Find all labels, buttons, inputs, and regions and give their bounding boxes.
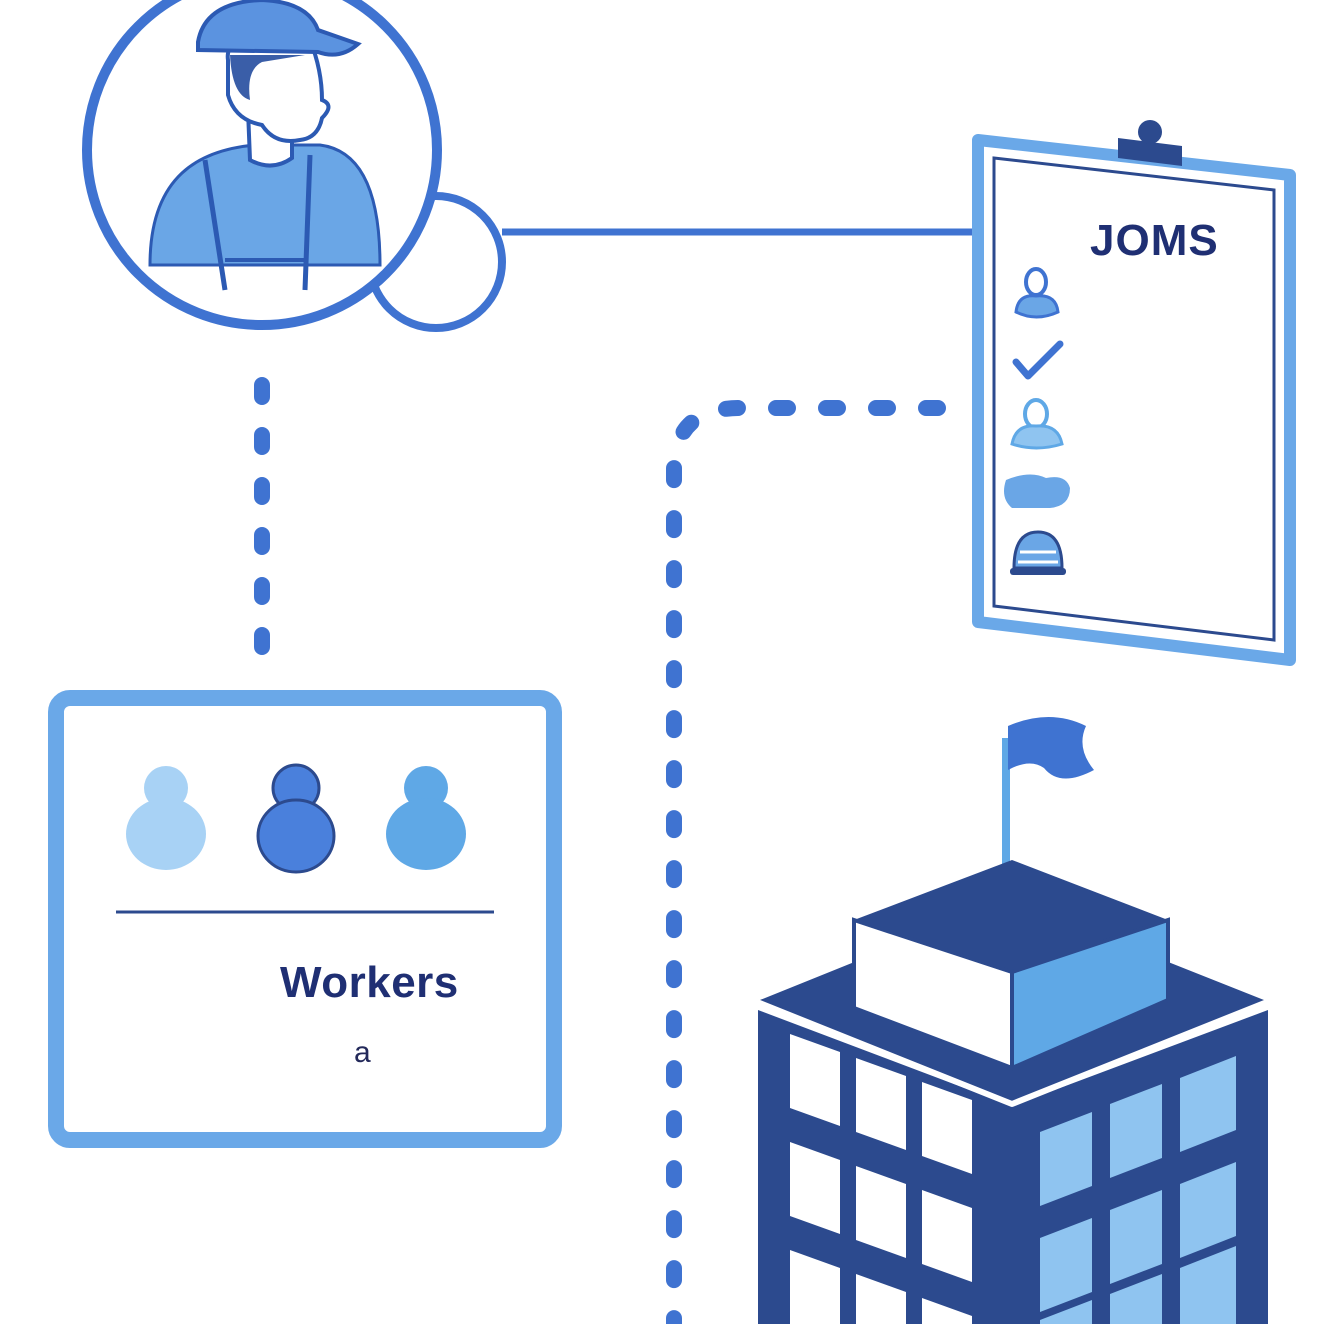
worker-icon: [148, 0, 382, 291]
clipboard-title: JOMS: [1090, 216, 1219, 265]
hardhat-icon: [1010, 530, 1066, 575]
person-icon: [1014, 267, 1060, 319]
connector-clipboard-to-building: [666, 400, 946, 1324]
workers-card-subtitle: a: [354, 1036, 371, 1069]
clipboard: [972, 120, 1296, 666]
office-building: [749, 717, 1275, 1324]
worker-avatar: [82, 0, 506, 332]
check-icon: [1012, 340, 1064, 380]
handshake-icon: [1004, 474, 1070, 508]
workers-card-title: Workers: [280, 958, 459, 1007]
worker-group-icon: [126, 763, 466, 874]
workers-card: [48, 690, 562, 1148]
rooftop-structure: [852, 860, 1170, 1072]
person-icon: [1010, 398, 1064, 450]
clipboard-clip: [1118, 120, 1182, 166]
